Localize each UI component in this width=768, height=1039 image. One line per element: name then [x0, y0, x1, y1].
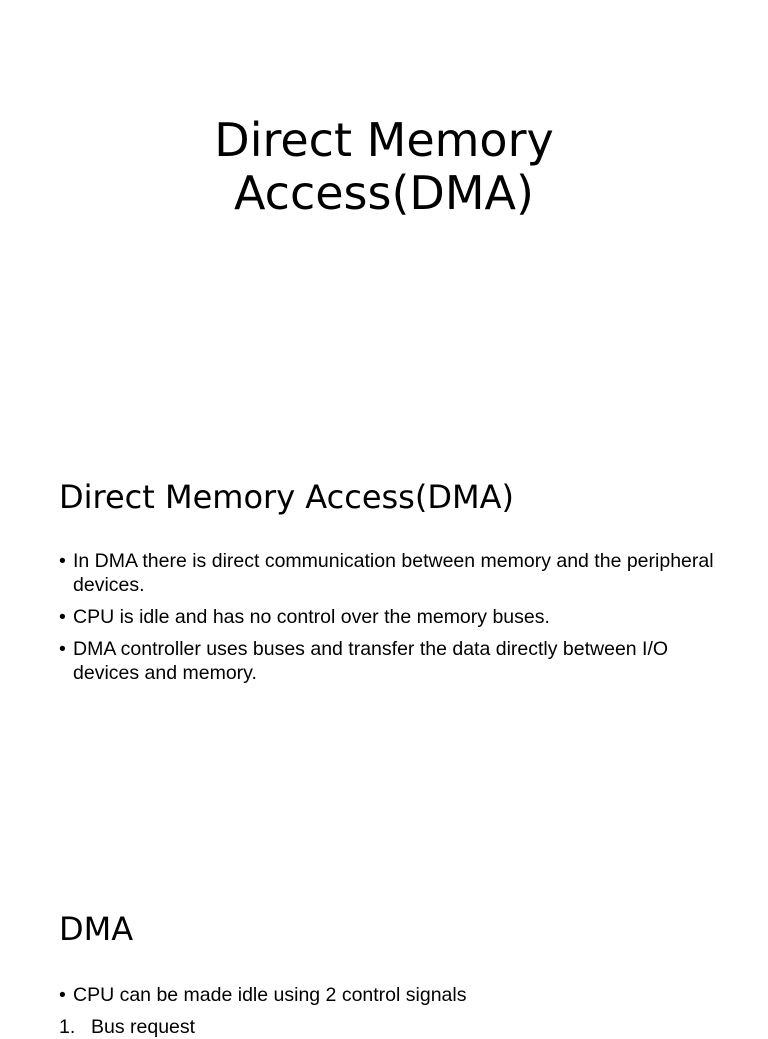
numbered-item: 1. Bus request: [59, 1015, 195, 1039]
slide-dma-signals: DMA • CPU can be made idle using 2 contr…: [0, 864, 768, 1038]
bullet-item: • CPU is idle and has no control over th…: [59, 605, 719, 629]
slide-heading: Direct Memory Access(DMA): [59, 478, 514, 516]
bullet-text: In DMA there is direct communication bet…: [73, 550, 714, 596]
bullet-item: • In DMA there is direct communication b…: [59, 549, 719, 597]
bullet-dot: •: [59, 638, 66, 660]
presentation-title: Direct Memory Access(DMA): [0, 114, 768, 220]
bullet-text: DMA controller uses buses and transfer t…: [73, 638, 669, 684]
bullet-dot: •: [59, 984, 66, 1006]
title-line-2: Access(DMA): [234, 166, 534, 220]
bullet-item: • DMA controller uses buses and transfer…: [59, 637, 719, 685]
bullet-dot: •: [59, 550, 66, 572]
bullet-text: CPU is idle and has no control over the …: [73, 606, 550, 628]
slide-heading: DMA: [59, 910, 134, 948]
bullet-dot: •: [59, 606, 66, 628]
bullet-list: • CPU can be made idle using 2 control s…: [59, 983, 719, 1015]
bullet-list: • In DMA there is direct communication b…: [59, 549, 719, 693]
item-text: Bus request: [91, 1016, 196, 1038]
bullet-text: CPU can be made idle using 2 control sig…: [73, 984, 467, 1006]
title-slide: Direct Memory Access(DMA): [0, 0, 768, 432]
item-number: 1.: [59, 1016, 76, 1038]
numbered-list: 1. Bus request: [59, 1015, 195, 1039]
bullet-item: • CPU can be made idle using 2 control s…: [59, 983, 719, 1007]
slide-dma-overview: Direct Memory Access(DMA) • In DMA there…: [0, 432, 768, 864]
title-line-1: Direct Memory: [214, 113, 554, 167]
